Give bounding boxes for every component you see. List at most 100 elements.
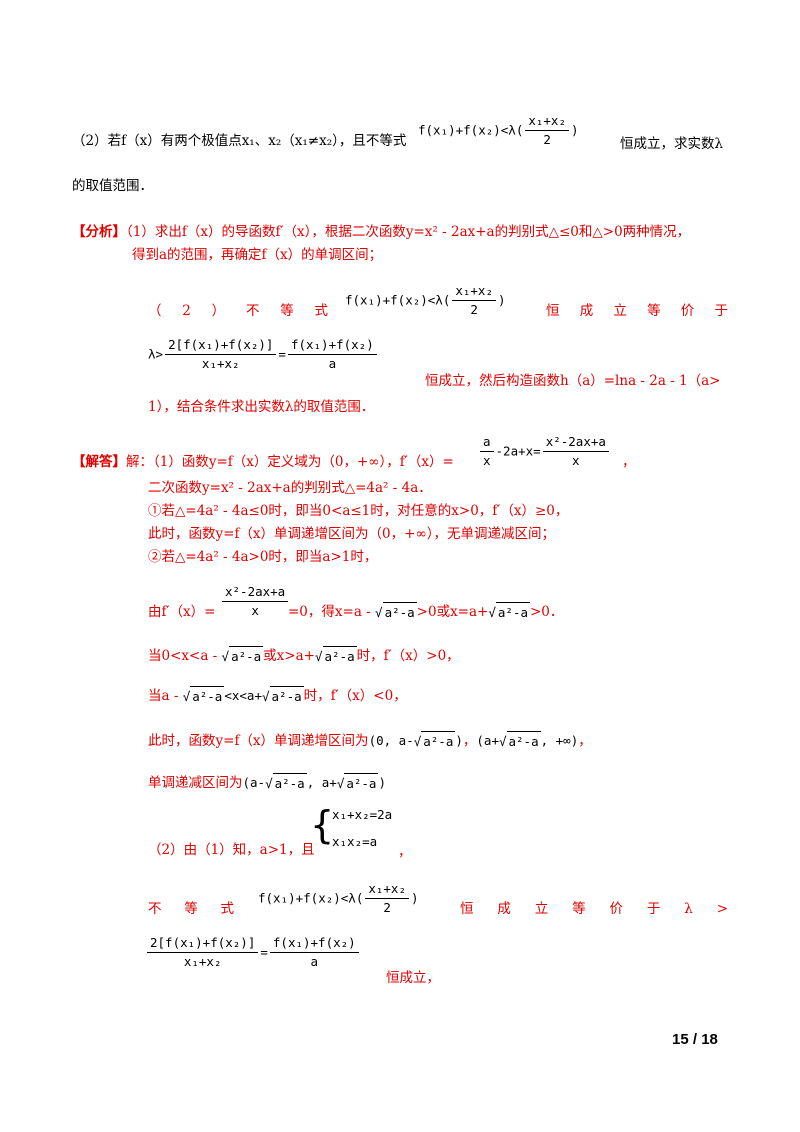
- s10-int-c: ): [378, 775, 386, 790]
- s1-frac1-num: a: [483, 434, 491, 449]
- s6-frac-den: x: [222, 601, 289, 620]
- analysis-frac-right: f(x₁)+f(x₂) a: [287, 336, 377, 373]
- s12-right: 恒 成 立 等 价 于 λ >: [460, 899, 728, 919]
- word: 恒: [460, 901, 474, 917]
- solution-label: 【解答】: [72, 454, 126, 470]
- word: 于: [714, 303, 728, 319]
- sqrt-radicand: a²-a: [322, 646, 357, 667]
- sqrt-5: √a²-a: [183, 686, 225, 707]
- word: >: [716, 901, 728, 917]
- s6-d: >0．: [530, 604, 564, 620]
- s8-b: <x<a+: [224, 688, 262, 703]
- frac-right-den: a: [287, 354, 377, 373]
- q2-intro: （2）若f（x）有两个极值点x₁、x₂（x₁≠x₂），且不等式: [72, 133, 407, 149]
- word: 式: [314, 303, 329, 319]
- s13-frac-left-num: 2[f(x₁)+f(x₂)]: [150, 935, 256, 950]
- sqrt-radicand: a²-a: [506, 731, 541, 752]
- s13-frac-right-den: a: [269, 952, 359, 971]
- s9-a: 此时，函数y=f（x）单调递增区间为: [148, 733, 369, 749]
- solution-s1-text: 解：（1）函数y=f（x）定义域为（0，+∞），f′（x）=: [126, 454, 454, 470]
- solution-s4: 此时，函数y=f（x）单调递增区间为（0，+∞），无单调递减区间；: [148, 526, 555, 542]
- s12-ineq-left: f(x₁)+f(x₂)<λ(: [258, 890, 364, 906]
- s12-frac-den: 2: [365, 898, 409, 917]
- s6-a: 由f′（x）=: [148, 604, 216, 620]
- s13-equals: =: [260, 944, 268, 960]
- s9-line: 此时，函数y=f（x）单调递增区间为(0, a-√a²-a)，(a+√a²-a,…: [148, 731, 592, 752]
- s6-c: >0或x=a+: [416, 604, 489, 620]
- s8-a: 当a -: [148, 688, 183, 704]
- word: ）: [211, 303, 226, 319]
- q2-line2: 的取值范围．: [72, 178, 153, 194]
- sqrt-8: √a²-a: [499, 731, 541, 752]
- sqrt-1: √a²-a: [375, 602, 417, 623]
- sqrt-radicand: a²-a: [272, 773, 307, 794]
- s11-text: （2）由（1）知，a>1，且: [148, 842, 315, 858]
- s7-c: 时，f′（x）>0，: [356, 648, 460, 664]
- sqrt-radicand: a²-a: [495, 602, 530, 623]
- lambda-gt: λ>: [148, 346, 164, 362]
- s1-frac2-den: x: [542, 451, 609, 470]
- s12-close: ): [411, 890, 419, 906]
- s13-frac-right-num: f(x₁)+f(x₂): [272, 935, 356, 950]
- left-brace: {: [310, 803, 335, 847]
- sqrt-10: √a²-a: [337, 773, 379, 794]
- s1-frac1-den: x: [480, 451, 494, 470]
- word: 等: [572, 901, 586, 917]
- q2-frac-den: 2: [525, 130, 569, 149]
- s9-int2-end: , +∞): [540, 733, 579, 748]
- s9-int2: (a+: [476, 733, 499, 748]
- analysis-p5: 1），结合条件求出实数λ的取值范围．: [148, 399, 375, 415]
- s13-frac-right: f(x₁)+f(x₂) a: [269, 934, 359, 971]
- sqrt-radicand: a²-a: [190, 686, 225, 707]
- analysis-frac-num: x₁+x₂: [455, 283, 493, 298]
- analysis-p1: 【分析】（1）求出f（x）的导函数f′（x），根据二次函数y=x² - 2ax+…: [72, 222, 690, 242]
- word: 等: [280, 303, 294, 319]
- word: 成: [497, 901, 511, 917]
- word: 等: [647, 303, 661, 319]
- s9-end: ，: [578, 733, 592, 749]
- s10-a: 单调递减区间为: [148, 775, 243, 791]
- sqrt-radicand: a²-a: [344, 773, 379, 794]
- analysis-frac-left: 2[f(x₁)+f(x₂)]x₁+x₂: [165, 336, 277, 373]
- solution-s5: ②若△=4a² - 4a>0时，即当a>1时，: [148, 549, 378, 565]
- s9-int1: (0, a-: [368, 733, 414, 748]
- sqrt-4: √a²-a: [315, 646, 357, 667]
- solution-s2: 二次函数y=x² - 2ax+a的判别式△=4a² - 4a．: [148, 480, 432, 496]
- word: 等: [184, 901, 198, 917]
- sqrt-radicand: a²-a: [229, 646, 264, 667]
- word: 立: [534, 901, 549, 917]
- s1-end: ，: [622, 454, 636, 470]
- solution-s3: ①若△=4a² - 4a≤0时，即当0<a≤1时，对任意的x>0，f′（x）≥0…: [148, 503, 569, 519]
- word: 式: [220, 901, 235, 917]
- word: 价: [609, 901, 624, 917]
- q2-ineq-left: f(x₁)+f(x₂)<λ(: [418, 122, 524, 138]
- analysis-frac-den: 2: [452, 300, 496, 319]
- s9-int1-end: ): [455, 733, 463, 748]
- frac-right-num: f(x₁)+f(x₂): [290, 337, 374, 352]
- s11-end: ，: [398, 844, 412, 860]
- word: 不: [148, 901, 162, 917]
- s7-a: 当0<x<a -: [148, 648, 222, 664]
- analysis-p4: 恒成立，然后构造函数h（a）=lna - 2a - 1（a>: [425, 373, 721, 389]
- analysis-text1: （1）求出f（x）的导函数f′（x），根据二次函数y=x² - 2ax+a的判别…: [126, 224, 691, 240]
- page-total: 18: [701, 1031, 718, 1048]
- word: 价: [680, 303, 695, 319]
- q2-close: ): [571, 122, 579, 138]
- word: 2: [182, 303, 191, 319]
- s1-mid: -2a+x=: [495, 443, 541, 459]
- word: 成: [579, 303, 594, 319]
- analysis-p3-left: （ 2 ） 不 等 式: [148, 301, 328, 321]
- s6-line: =0，得x=a - √a²-a>0或x=a+√a²-a>0．: [288, 602, 563, 623]
- analysis-equivalent: λ>2[f(x₁)+f(x₂)]x₁+x₂=f(x₁)+f(x₂)a: [148, 336, 379, 373]
- s1-frac2-num: x²-2ax+a: [545, 434, 606, 449]
- s6-b: =0，得x=a -: [288, 604, 376, 620]
